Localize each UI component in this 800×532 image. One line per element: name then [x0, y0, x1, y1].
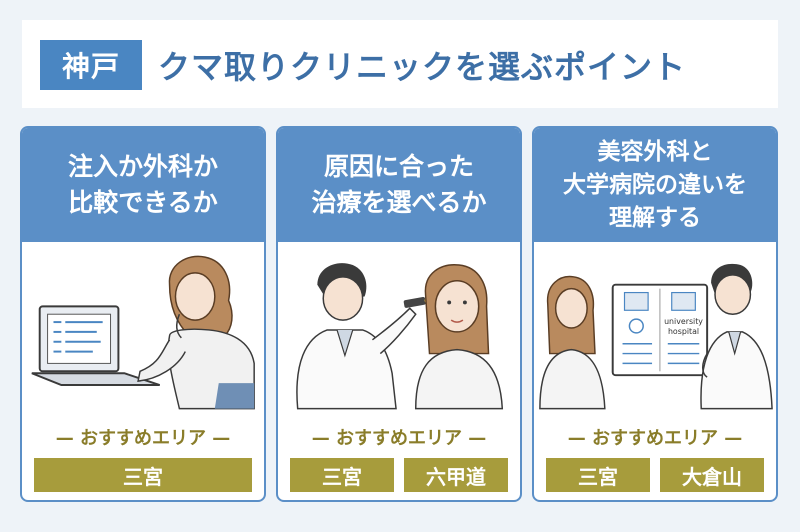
area-chip-row: 三宮 大倉山 — [546, 458, 764, 492]
point-card-2: 原因に合った 治療を選べるか — おすすめエリア — 三宮 六甲道 — [276, 126, 522, 502]
card-heading-line: 大学病院の違いを — [563, 171, 747, 198]
card-heading: 美容外科と 大学病院の違いを 理解する — [534, 128, 776, 242]
card-heading: 原因に合った 治療を選べるか — [278, 128, 520, 242]
doctor-comparison-board-illustration: university hospital — [539, 263, 773, 410]
area-chip-row: 三宮 六甲道 — [290, 458, 508, 492]
card-heading: 注入か外科か 比較できるか — [22, 128, 264, 242]
card-heading-line: 美容外科と — [597, 138, 713, 165]
board-label-university: university — [664, 317, 703, 326]
area-chip: 大倉山 — [660, 458, 764, 492]
card-heading-line: 原因に合った — [323, 152, 474, 181]
point-card-3: 美容外科と 大学病院の違いを 理解する university hospital … — [532, 126, 778, 502]
area-chip-row: 三宮 — [34, 458, 252, 492]
recommended-area-label: — おすすめエリア — — [567, 428, 743, 449]
recommended-area-label: — おすすめエリア — — [55, 428, 231, 449]
area-chip: 三宮 — [546, 458, 650, 492]
title-banner: 神戸 クマ取りクリニックを選ぶポイント — [22, 20, 778, 108]
woman-laptop-illustration — [31, 255, 255, 410]
page-title: クマ取りクリニックを選ぶポイント — [158, 48, 687, 86]
card-heading-line: 理解する — [609, 204, 701, 231]
area-chip: 三宮 — [290, 458, 394, 492]
card-heading-line: 比較できるか — [68, 188, 218, 217]
city-badge: 神戸 — [40, 40, 142, 90]
area-chip: 六甲道 — [404, 458, 508, 492]
doctor-examining-patient-illustration — [296, 263, 504, 410]
board-label-hospital: hospital — [668, 327, 699, 336]
card-heading-line: 注入か外科か — [67, 152, 218, 181]
recommended-area-label: — おすすめエリア — — [311, 428, 487, 449]
area-chip: 三宮 — [34, 458, 252, 492]
card-heading-line: 治療を選べるか — [311, 188, 487, 217]
point-card-1: 注入か外科か 比較できるか — おすすめエリア — 三宮 — [20, 126, 266, 502]
